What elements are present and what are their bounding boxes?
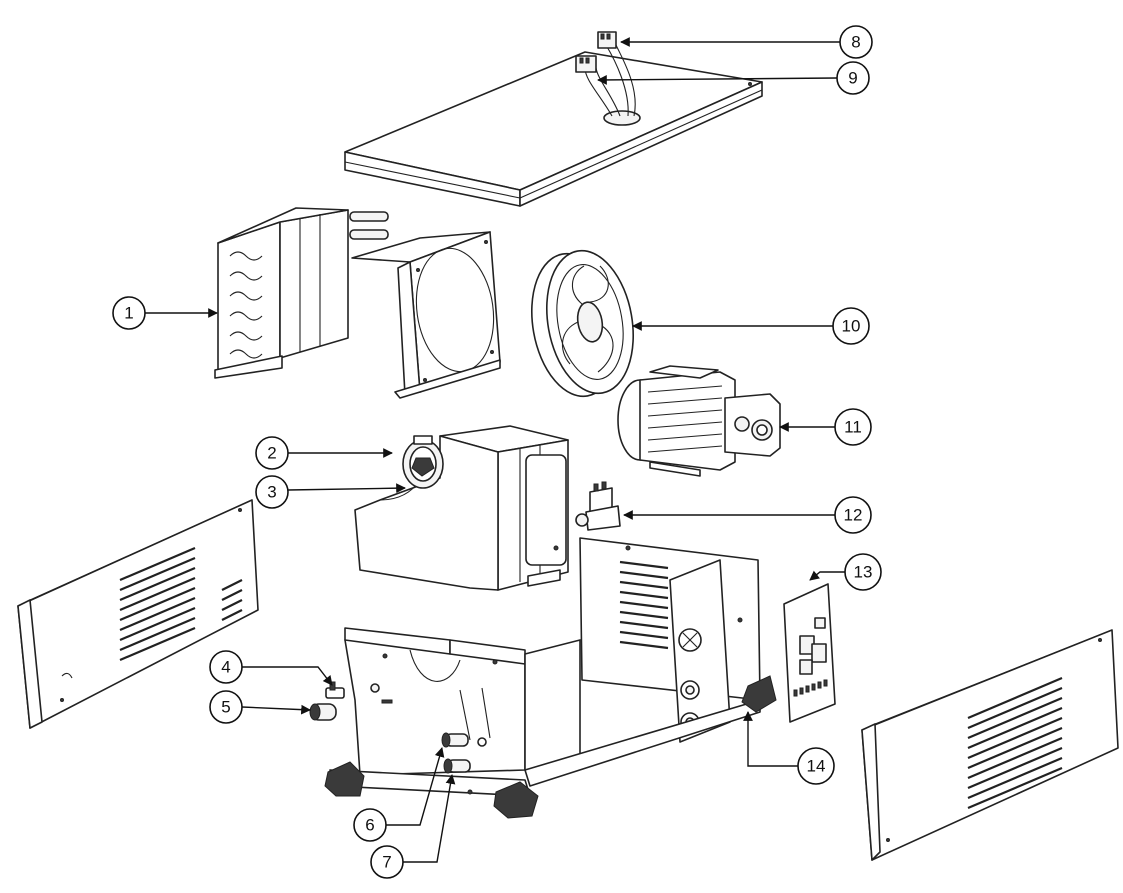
fan [530, 249, 635, 398]
callout-13: 13 [844, 553, 882, 591]
callout-4: 4 [209, 650, 243, 684]
svg-text:5: 5 [221, 698, 230, 717]
callout-10: 10 [832, 307, 870, 345]
callout-9: 9 [836, 61, 870, 95]
right-side-panel [861, 629, 1119, 861]
callout-6: 6 [353, 808, 387, 842]
svg-text:3: 3 [267, 483, 276, 502]
svg-text:1: 1 [124, 304, 133, 323]
callout-11: 11 [834, 408, 872, 446]
svg-text:4: 4 [221, 658, 230, 677]
heat-exchanger [214, 207, 389, 379]
callout-14: 14 [797, 747, 835, 785]
callout-5: 5 [209, 690, 243, 724]
tank-cap [402, 435, 444, 489]
svg-text:7: 7 [382, 853, 391, 872]
svg-text:11: 11 [844, 418, 862, 437]
svg-text:8: 8 [851, 33, 860, 52]
caster-wheel [324, 675, 777, 819]
callout-3: 3 [255, 475, 289, 509]
fan-shroud [351, 231, 501, 399]
left-panel-vents [119, 546, 243, 662]
leader-lines [145, 37, 845, 863]
tank [354, 425, 569, 591]
svg-text:14: 14 [807, 757, 826, 776]
callout-1: 1 [112, 296, 146, 330]
svg-text:6: 6 [365, 816, 374, 835]
base-chassis [329, 537, 761, 797]
right-panel-vents [967, 676, 1063, 810]
svg-text:9: 9 [848, 69, 857, 88]
svg-text:13: 13 [854, 563, 873, 582]
top-cover [344, 51, 763, 207]
callout-8: 8 [839, 25, 873, 59]
svg-text:10: 10 [842, 317, 861, 336]
callout-2: 2 [255, 436, 289, 470]
wire-harness [575, 31, 641, 126]
svg-text:2: 2 [267, 444, 276, 463]
pump-motor [617, 365, 781, 477]
valve [575, 481, 621, 531]
callout-7: 7 [370, 845, 404, 879]
left-side-panel [17, 499, 259, 729]
svg-text:12: 12 [844, 506, 863, 525]
connector-parts [309, 681, 471, 774]
circuit-board [783, 583, 836, 723]
callout-12: 12 [834, 496, 872, 534]
callouts: 1 2 3 4 5 6 7 8 9 10 11 12 13 14 [112, 25, 882, 879]
